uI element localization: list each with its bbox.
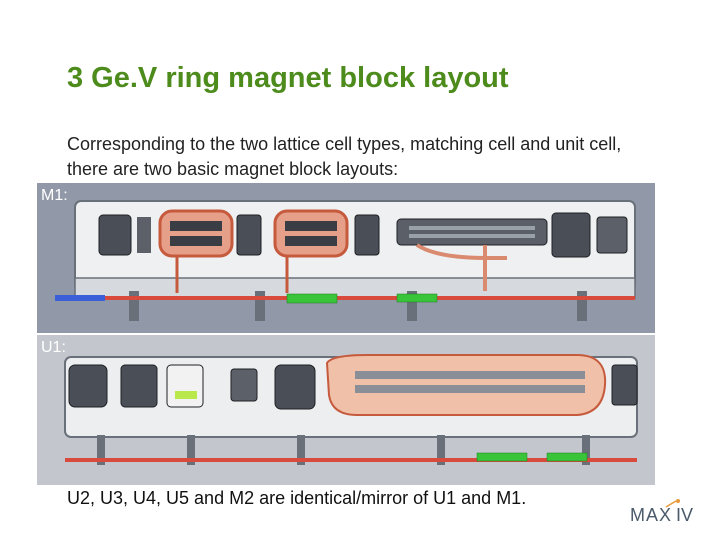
intro-text: Corresponding to the two lattice cell ty…: [67, 134, 622, 179]
m1-layout-panel: M1:: [37, 183, 655, 333]
m1-layout-drawing: [55, 200, 636, 321]
footer-note: U2, U3, U4, U5 and M2 are identical/mirr…: [67, 488, 527, 508]
svg-text:MAX: MAX: [630, 505, 672, 525]
slide-title: 3 Ge.V ring magnet block layout: [67, 62, 509, 94]
max-iv-logo: MAX IV: [630, 499, 693, 525]
m1-label: M1:: [41, 187, 68, 204]
u1-layout-panel: U1:: [37, 335, 655, 485]
svg-text:IV: IV: [676, 505, 693, 525]
u1-label: U1:: [41, 339, 66, 356]
u1-layout-drawing: [64, 354, 638, 465]
